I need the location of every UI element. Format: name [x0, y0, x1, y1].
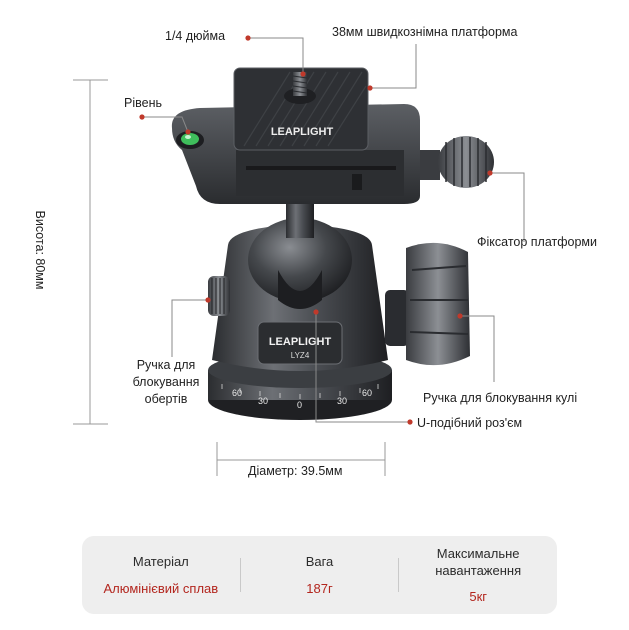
- scale-label: 30: [258, 396, 268, 406]
- body-brand-label: LEAPLIGHT: [269, 336, 332, 348]
- leader-lines: [140, 37, 525, 423]
- pan-scale: 60 30 0 30 60: [232, 388, 372, 410]
- diameter-dimension-line: [216, 442, 386, 476]
- mounting-screw: [292, 72, 308, 96]
- bubble-level: [176, 131, 204, 149]
- spec-load: Максимальне навантаження 5кг: [399, 536, 557, 614]
- leader-dots: [139, 35, 493, 425]
- spec-material: Матеріал Алюмінієвий сплав: [82, 536, 240, 614]
- spec-weight: Вага 187г: [241, 536, 399, 614]
- scale-label: 30: [337, 396, 347, 406]
- scale-label: 60: [232, 388, 242, 398]
- callout-pan-lock: Ручка для блокування обертів: [132, 358, 200, 406]
- callout-plate: 38мм швидкознімна платформа: [332, 25, 518, 39]
- clamp-knob: [420, 136, 494, 188]
- model-label: LYZ4: [291, 351, 310, 360]
- ball-lock-knob: [385, 242, 470, 366]
- scale-ticks: [221, 384, 379, 399]
- plate-brand-label: LEAPLIGHT: [271, 126, 334, 138]
- stem: [286, 200, 314, 238]
- spec-load-value: 5кг: [469, 589, 488, 605]
- height-dimension-line: [73, 79, 108, 425]
- specs-panel: Матеріал Алюмінієвий сплав Вага 187г Мак…: [82, 536, 557, 614]
- spec-load-label: Максимальне навантаження: [435, 545, 522, 578]
- pan-lock-knob: [208, 276, 230, 316]
- callout-u-slot: U-подібний роз'єм: [417, 416, 523, 430]
- scale-label: 0: [297, 400, 302, 410]
- spec-material-label: Матеріал: [132, 554, 189, 570]
- spec-weight-value: 187г: [306, 580, 333, 596]
- quick-release-plate: [233, 67, 369, 151]
- callout-screw: 1/4 дюйма: [165, 29, 226, 43]
- height-label: Висота: 80мм: [33, 210, 47, 290]
- callout-ball-lock: Ручка для блокування кулі: [423, 391, 578, 405]
- spec-divider: [398, 558, 400, 592]
- spec-weight-label: Вага: [305, 554, 334, 570]
- spec-divider: [239, 558, 241, 592]
- scale-label: 60: [362, 388, 372, 398]
- diameter-label: Діаметр: 39.5мм: [248, 464, 343, 478]
- callout-clamp-knob: Фіксатор платформи: [477, 235, 598, 249]
- callout-level: Рівень: [124, 96, 162, 110]
- ball: [248, 218, 352, 309]
- spec-material-value: Алюмінієвий сплав: [103, 580, 219, 596]
